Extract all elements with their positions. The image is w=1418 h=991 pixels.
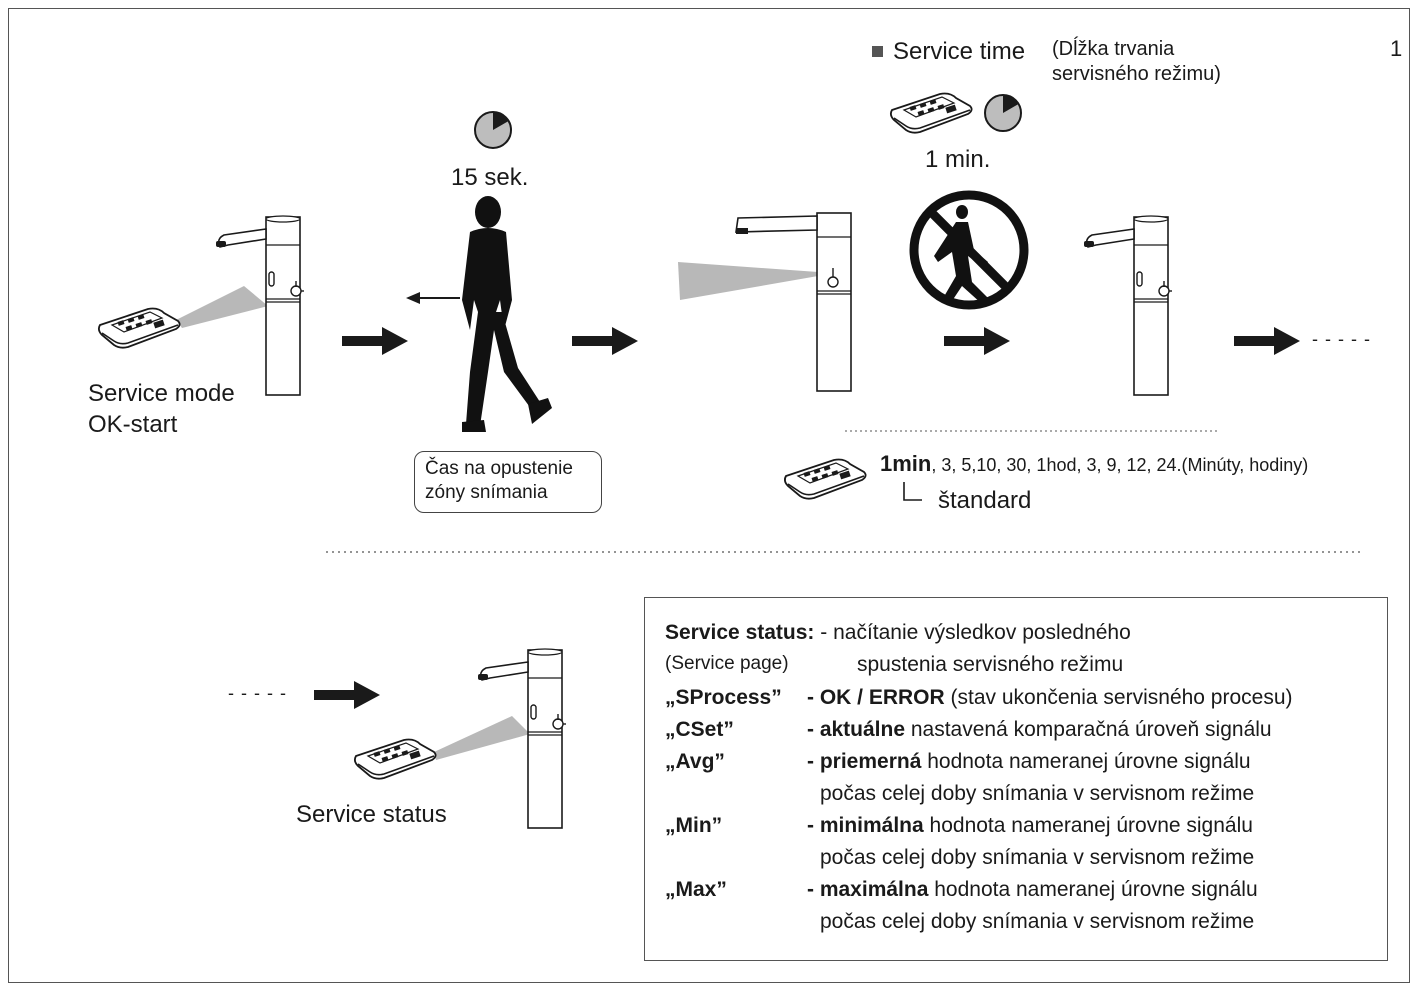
row-key: „SProcess” [665, 686, 782, 709]
service-time-duration: 1 min. [925, 146, 991, 173]
callout-line-2: zóny snímania [425, 482, 548, 503]
service-time-note-1: (Dĺžka trvania [1052, 38, 1175, 60]
row-bold: - minimálna [807, 814, 924, 837]
status-row-min-cont: počas celej doby snímania v servisnom re… [820, 846, 1255, 869]
default-option: 1min [880, 451, 932, 476]
no-entry-sign-icon [909, 190, 1029, 310]
service-time-note-2: servisného režimu) [1052, 63, 1221, 85]
row-bold: - priemerná [807, 750, 922, 773]
remote-control-icon [889, 92, 973, 134]
row-bold: - maximálna [807, 878, 929, 901]
timer-icon [984, 94, 1022, 132]
flow-arrow-icon [1234, 327, 1300, 355]
leave-zone-callout: Čas na opustenie zóny snímania [414, 451, 602, 513]
diagram-frame [8, 8, 1410, 983]
other-options: , 3, 5,10, 30, 1hod, 3, 9, 12, 24.(Minút… [931, 455, 1309, 475]
flow-arrow-icon [572, 327, 638, 355]
duration-options: 1min, 3, 5,10, 30, 1hod, 3, 9, 12, 24.(M… [880, 451, 1308, 477]
status-row-max: „Max” - maximálna hodnota nameranej úrovn… [665, 878, 1258, 902]
row-key: „Min” [665, 814, 723, 837]
row-bold: - aktuálne [807, 718, 906, 741]
remote-control-icon [97, 307, 181, 349]
remote-control-icon [353, 738, 437, 780]
status-page-label: (Service page) [665, 653, 789, 674]
row-bold: - OK / ERROR [807, 686, 945, 709]
flow-arrow-icon [944, 327, 1010, 355]
row-text: hodnota nameranej úrovne signálu [923, 814, 1253, 837]
faucet-icon [735, 212, 852, 392]
row-text: hodnota nameranej úrovne signálu [921, 750, 1251, 773]
service-status-label: Service status [296, 801, 447, 828]
status-row-sprocess: „SProcess” - OK / ERROR (stav ukončenia s… [665, 686, 1293, 710]
status-row-min: „Min” - minimálna hodnota nameranej úrovn… [665, 814, 1253, 838]
service-time-label: Service time [893, 38, 1026, 65]
service-mode-label-1: Service mode [88, 380, 235, 407]
row-text: hodnota nameranej úrovne signálu [928, 878, 1258, 901]
row-key: „Max” [665, 878, 727, 901]
row-text: (stav ukončenia servisného procesu) [944, 686, 1293, 709]
standard-bracket [903, 482, 922, 501]
status-title-row: Service status: - načítanie výsledkov po… [665, 621, 1131, 645]
person-silhouette-icon [462, 196, 552, 432]
service-time-title: Service time [872, 38, 1025, 66]
flow-arrow-icon [314, 681, 380, 709]
service-mode-label-2: OK-start [88, 411, 178, 438]
status-row-avg-cont: počas celej doby snímania v servisnom re… [820, 782, 1255, 805]
leave-timer-label: 15 sek. [451, 164, 529, 191]
row-key: „Avg” [665, 750, 725, 773]
flow-arrow-icon [342, 327, 408, 355]
timer-icon [474, 111, 512, 149]
faucet-icon [1083, 215, 1173, 396]
callout-line-1: Čas na opustenie [425, 458, 573, 479]
page-number: 1 [1390, 36, 1403, 61]
status-row-avg: „Avg” - priemerná hodnota nameranej úrovn… [665, 750, 1251, 774]
beam-shape [678, 262, 818, 300]
remote-control-icon [783, 458, 867, 500]
status-row-max-cont: počas celej doby snímania v servisnom re… [820, 910, 1255, 933]
beam-shape [176, 286, 268, 328]
bullet-square-icon [872, 46, 883, 57]
row-text: nastavená komparačná úroveň signálu [905, 718, 1272, 741]
continuation-dashes: - - - - - [1312, 329, 1371, 349]
row-key: „CSet” [665, 718, 734, 741]
status-title: Service status: [665, 621, 815, 644]
continuation-dashes: - - - - - [228, 683, 287, 703]
status-row-cset: „CSet” - aktuálne nastavená komparačná úr… [665, 718, 1272, 742]
status-page-desc: spustenia servisného režimu [857, 653, 1124, 676]
beam-shape [434, 716, 530, 760]
status-title-desc: - načítanie výsledkov posledného [820, 621, 1131, 644]
walk-direction-arrowhead [406, 292, 420, 304]
standard-label: štandard [938, 487, 1032, 514]
service-status-box: Service status: - načítanie výsledkov po… [644, 597, 1388, 961]
